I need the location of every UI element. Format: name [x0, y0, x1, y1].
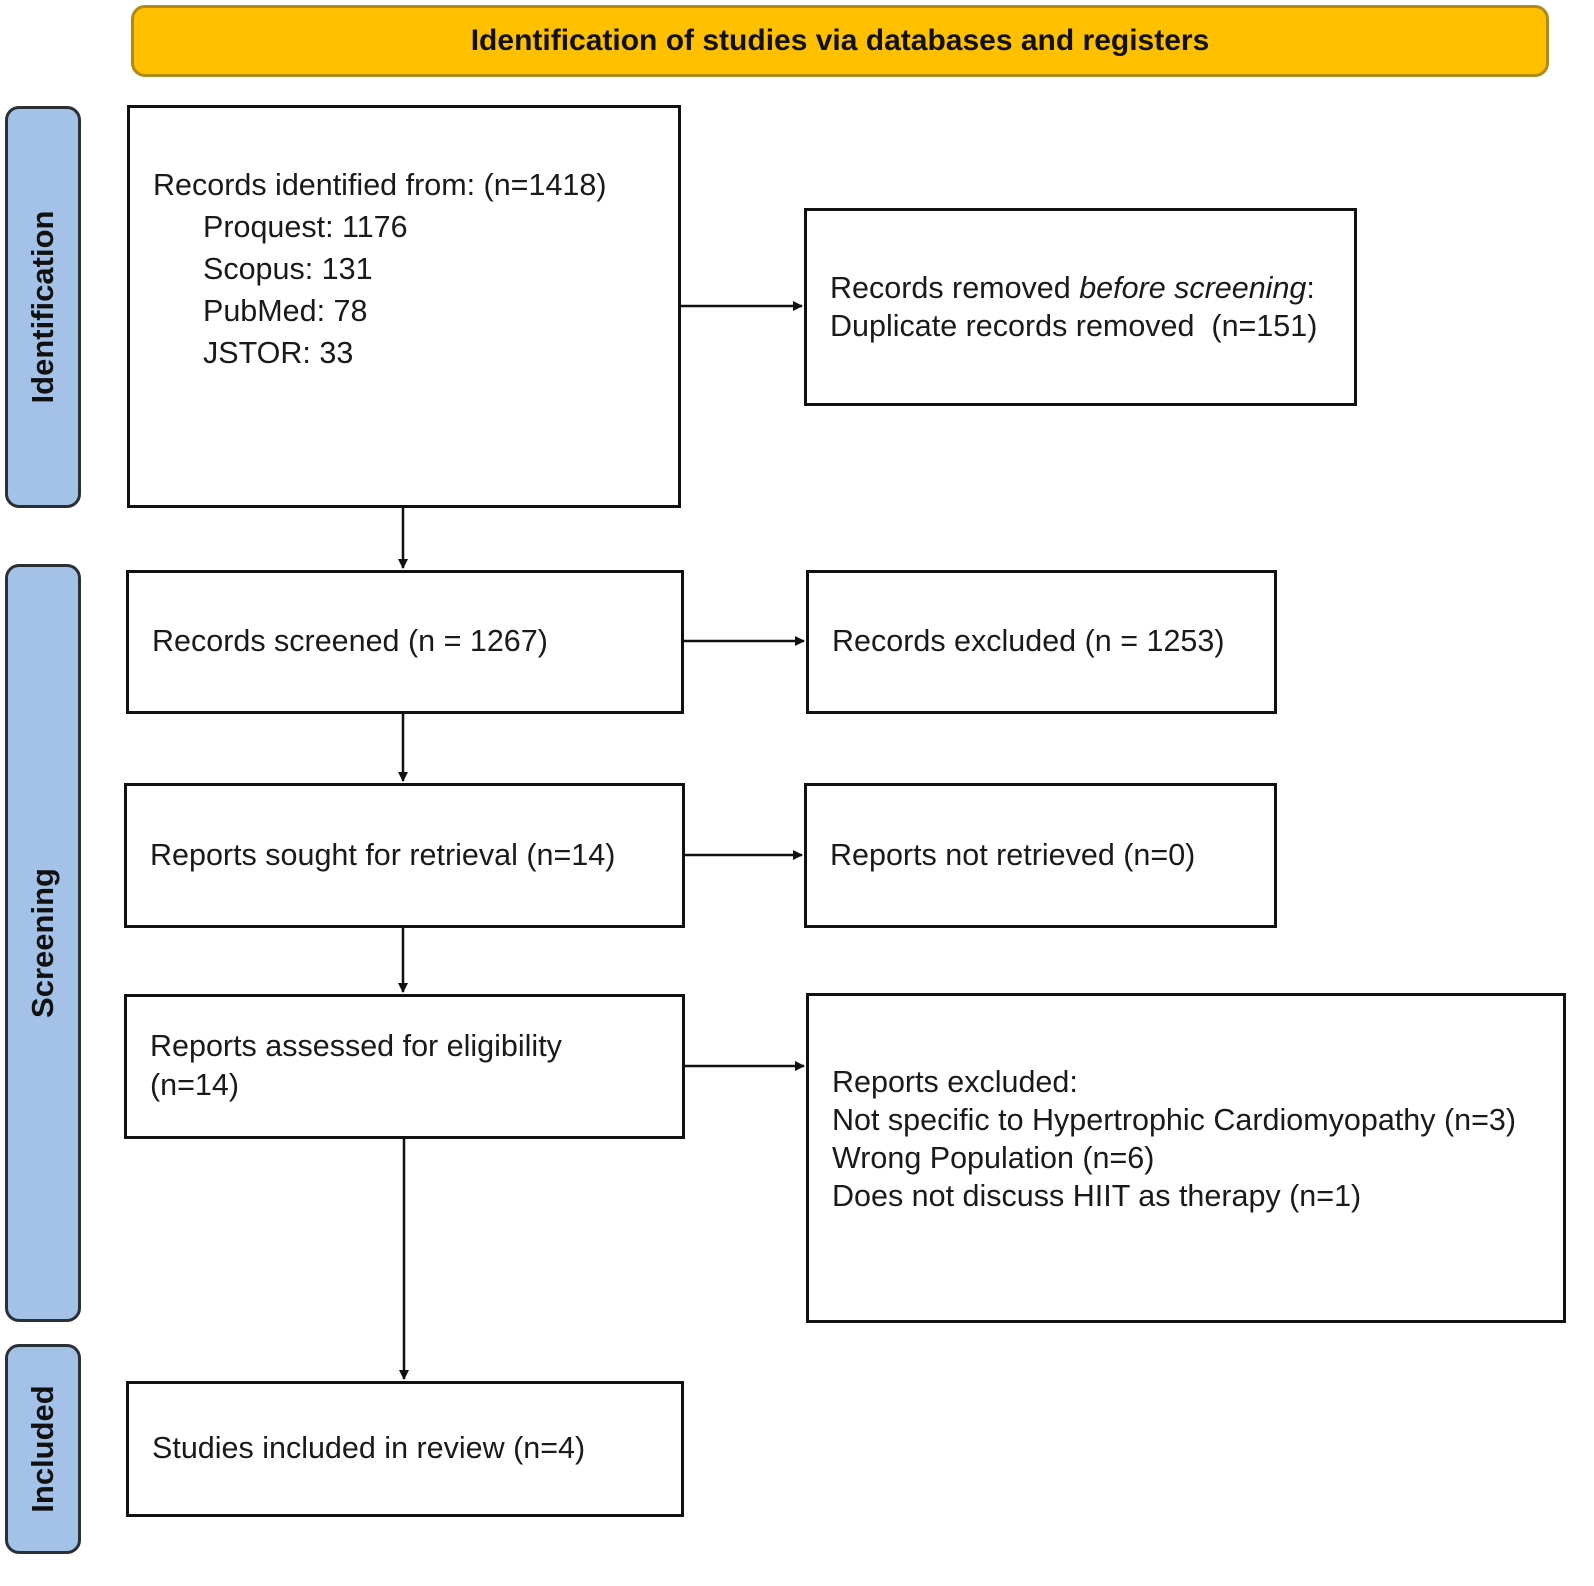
records-removed-line2: Duplicate records removed (n=151)	[830, 309, 1318, 343]
reports-sought-box: Reports sought for retrieval (n=14)	[124, 783, 685, 928]
reports-excluded-reason: Does not discuss HIIT as therapy (n=1)	[832, 1179, 1362, 1213]
reports-not-retrieved-text: Reports not retrieved (n=0)	[830, 837, 1196, 872]
header-banner: Identification of studies via databases …	[131, 5, 1549, 77]
records-removed-italic: before screening	[1079, 271, 1307, 305]
records-removed-line1: Records removed before screening:	[830, 269, 1344, 307]
phase-screening-label: Screening	[25, 868, 60, 1018]
reports-excluded-reason: Not specific to Hypertrophic Cardiomyopa…	[832, 1103, 1517, 1137]
records-identified-box: Records identified from: (n=1418) Proque…	[127, 105, 681, 508]
source-scopus: Scopus: 131	[203, 252, 373, 286]
reports-not-retrieved-box: Reports not retrieved (n=0)	[804, 783, 1277, 928]
reports-assessed-box: Reports assessed for eligibility (n=14)	[124, 994, 685, 1139]
source-jstor: JSTOR: 33	[203, 336, 354, 370]
records-removed-suffix: :	[1306, 271, 1315, 305]
studies-included-text: Studies included in review (n=4)	[152, 1431, 586, 1466]
records-identified-heading: Records identified from: (n=1418)	[153, 168, 607, 202]
phase-identification-label: Identification	[25, 210, 60, 404]
records-excluded-box: Records excluded (n = 1253)	[806, 570, 1277, 714]
source-pubmed: PubMed: 78	[203, 294, 368, 328]
header-title: Identification of studies via databases …	[470, 24, 1210, 57]
phase-identification: Identification	[5, 106, 81, 508]
phase-screening: Screening	[5, 564, 81, 1322]
reports-excluded-reason: Wrong Population (n=6)	[832, 1141, 1155, 1175]
phase-included-label: Included	[25, 1385, 60, 1513]
reports-sought-text: Reports sought for retrieval (n=14)	[150, 837, 616, 872]
reports-excluded-heading: Reports excluded:	[832, 1065, 1078, 1099]
reports-assessed-line2: (n=14)	[150, 1068, 240, 1102]
records-removed-box: Records removed before screening: Duplic…	[804, 208, 1357, 406]
records-screened-text: Records screened (n = 1267)	[152, 624, 548, 659]
reports-excluded-box: Reports excluded: Not specific to Hypert…	[806, 993, 1566, 1323]
records-screened-box: Records screened (n = 1267)	[126, 570, 684, 714]
records-excluded-text: Records excluded (n = 1253)	[832, 624, 1225, 659]
reports-assessed-line1: Reports assessed for eligibility	[150, 1029, 562, 1063]
phase-included: Included	[5, 1344, 81, 1554]
source-proquest: Proquest: 1176	[203, 210, 408, 244]
studies-included-box: Studies included in review (n=4)	[126, 1381, 684, 1517]
records-removed-prefix: Records removed	[830, 271, 1080, 305]
